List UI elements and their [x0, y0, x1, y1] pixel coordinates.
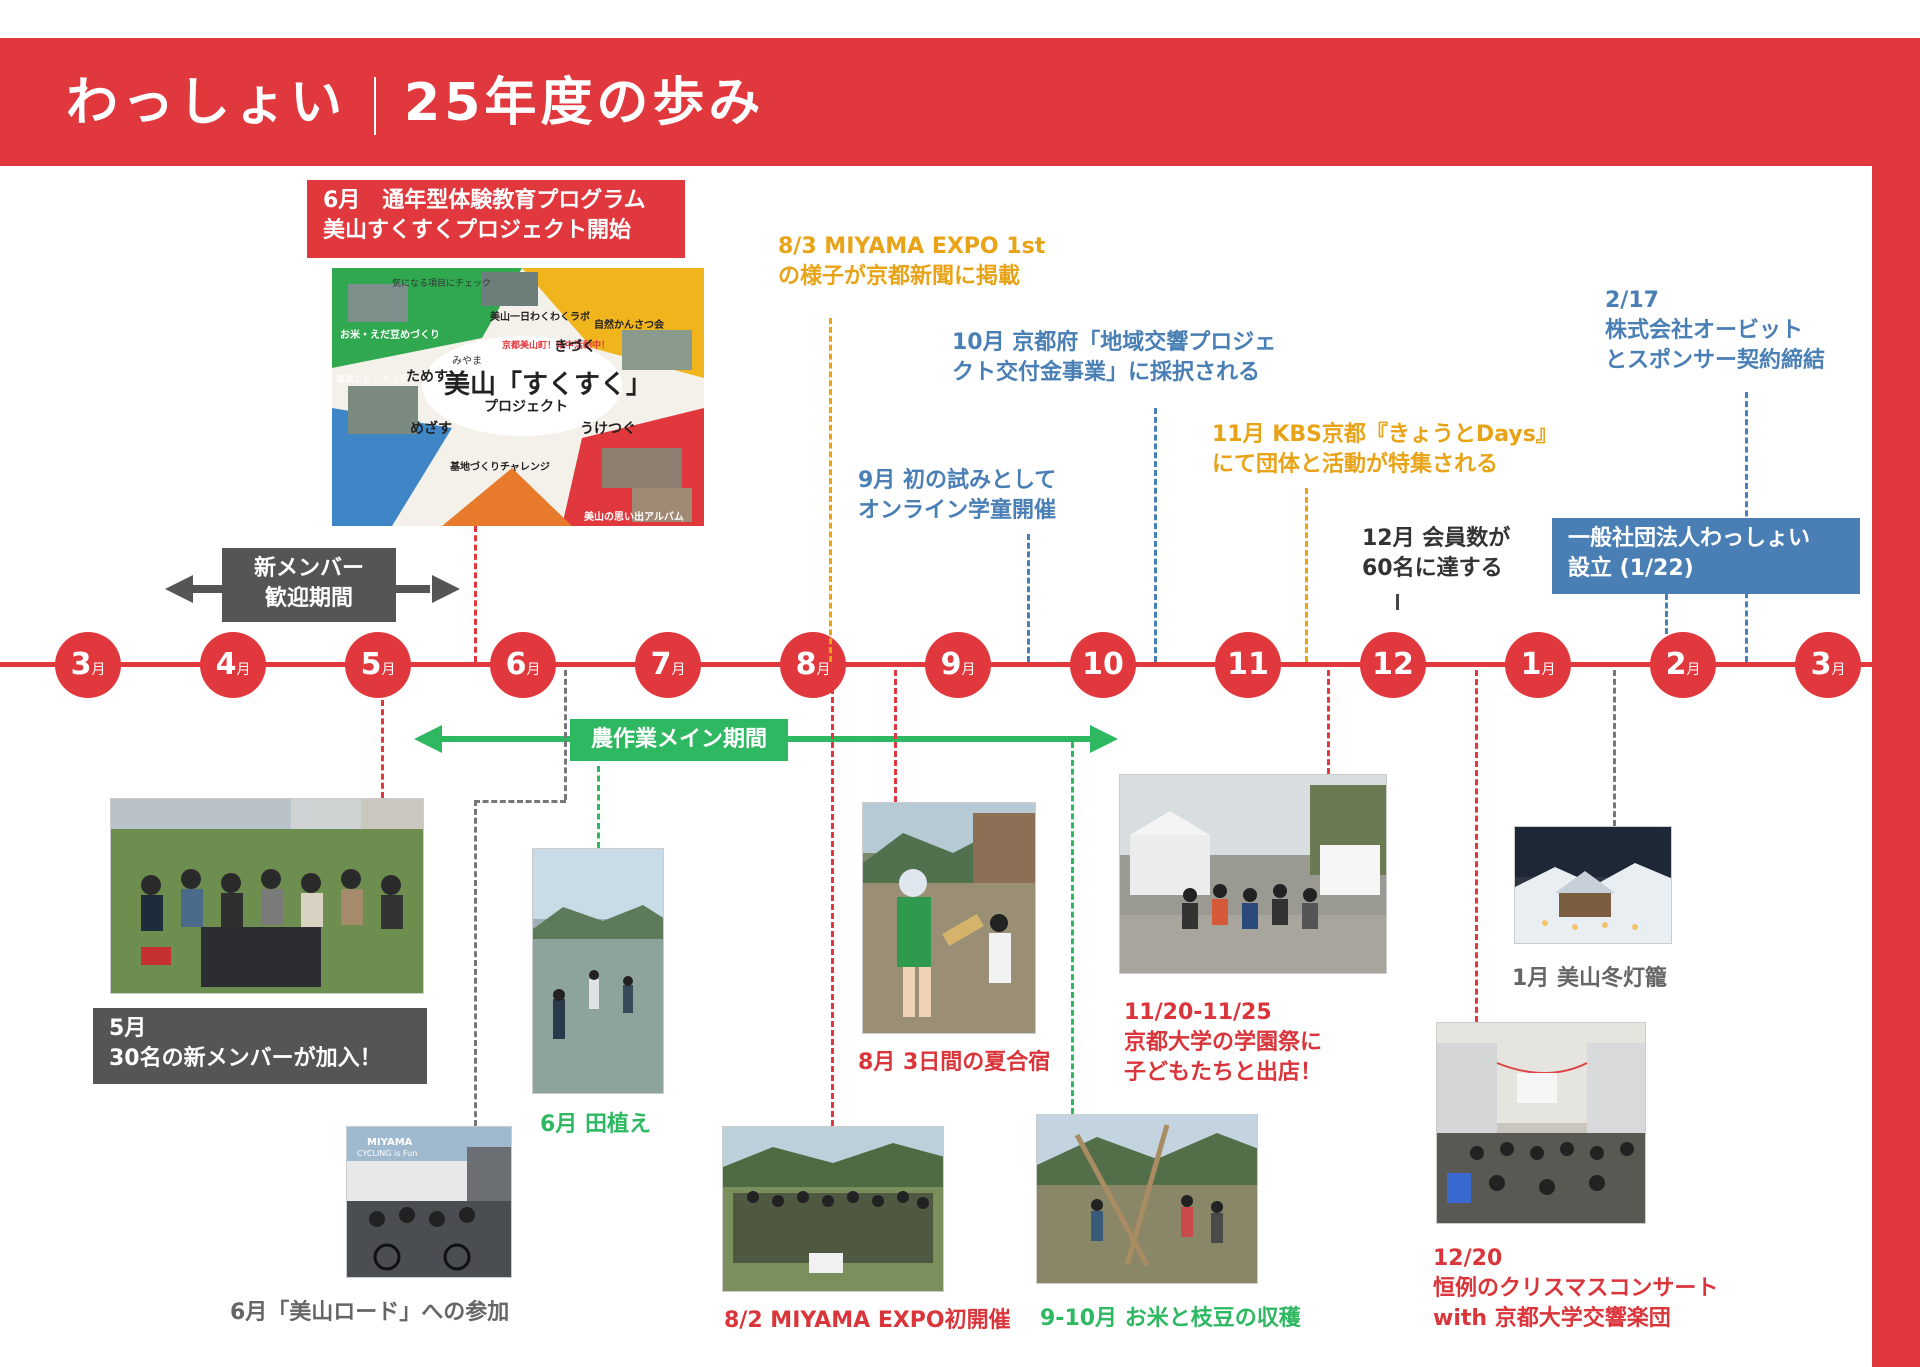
flyer-word-1: ためす	[406, 369, 448, 385]
connector-christmas	[1475, 670, 1478, 1022]
flyer-word-3: めざす	[410, 421, 452, 437]
welcome-arrow-left	[165, 575, 193, 603]
may-members-label: 5月 30名の新メンバーが加入！	[93, 1008, 427, 1084]
sponsor-label: 2/17 株式会社オービット とスポンサー契約締結	[1605, 288, 1826, 373]
month-circle-apr: 4月	[200, 632, 266, 698]
summer-camp-photo	[862, 802, 1036, 1034]
connector-kyoto-grant	[1154, 408, 1157, 662]
month-circle-oct: 10	[1070, 632, 1136, 698]
may-members-photo-graphic	[111, 799, 423, 993]
project-flyer: 気になる項目にチェック 京都美山町！年中活動中！ みやま 美山「すくすく」 プロ…	[332, 268, 704, 526]
connector-miyama-road-c	[474, 800, 477, 1126]
connector-expo-first	[831, 670, 834, 1126]
connector-univ-festival	[1327, 670, 1330, 774]
welcome-arrow-right	[432, 575, 460, 603]
june-program-label: 6月 通年型体験教育プログラム 美山すくすくプロジェクト開始	[307, 180, 685, 258]
farming-period-label: 農作業メイン期間	[570, 719, 788, 761]
welcome-period-label: 新メンバー 歓迎期間	[222, 548, 396, 622]
flyer-project-sub: みやま	[452, 356, 482, 367]
connector-online-school	[1027, 534, 1030, 662]
flyer-top-left: 気になる項目にチェック	[392, 279, 492, 289]
title-separator	[374, 77, 377, 135]
christmas-photo	[1436, 1022, 1646, 1224]
connector-summer-camp	[894, 670, 897, 802]
connector-rice-planting	[597, 766, 600, 848]
connector-incorporation	[1665, 594, 1668, 634]
expo-first-photo	[722, 1126, 944, 1292]
miyama-road-photo: MIYAMA CYCLING is Fun	[346, 1126, 512, 1278]
flyer-item-1: お米・えだ豆めづくり	[340, 330, 440, 341]
harvest-photo-graphic	[1037, 1115, 1257, 1283]
univ-festival-label: 11/20-11/25 京都大学の学園祭に 子どもたちと出店！	[1124, 1000, 1323, 1085]
flyer-word-2: きづく	[554, 339, 596, 355]
rice-planting-photo-graphic	[533, 849, 663, 1093]
harvest-photo	[1036, 1114, 1258, 1284]
expo-first-label: 8/2 MIYAMA EXPO初開催	[724, 1308, 1011, 1333]
connector-winter-lantern	[1613, 670, 1616, 826]
month-circle-aug: 8月	[780, 632, 846, 698]
summer-camp-label: 8月 3日間の夏合宿	[858, 1050, 1051, 1075]
flyer-item-2: 美山一日わくわくラボ	[490, 312, 590, 323]
connector-expo-news	[829, 318, 832, 662]
christmas-photo-graphic	[1437, 1023, 1645, 1223]
project-flyer-graphic	[332, 268, 704, 526]
miyama-road-photo-graphic	[347, 1127, 511, 1277]
page-title-right: 25年度の歩み	[404, 73, 765, 133]
header-band	[0, 38, 1920, 166]
month-circle-may: 5月	[345, 632, 411, 698]
month-circle-nov: 11	[1215, 632, 1281, 698]
harvest-label: 9-10月 お米と枝豆の収穫	[1040, 1306, 1301, 1331]
farming-arrow-left	[414, 725, 442, 753]
summer-camp-photo-graphic	[863, 803, 1035, 1033]
incorporation-label: 一般社団法人わっしょい 設立 (1/22)	[1552, 518, 1860, 594]
flyer-item-4: 農業とビジネスチャレンジ	[336, 375, 444, 385]
page-title: わっしょい 25年度の歩み	[66, 68, 764, 138]
kyoto-grant-label: 10月 京都府「地域交響プロジェ クト交付金事業」に採択される	[952, 330, 1277, 385]
month-circle-jul: 7月	[635, 632, 701, 698]
rice-planting-photo	[532, 848, 664, 1094]
miyama-road-sign-2: CYCLING is Fun	[357, 1149, 418, 1158]
connector-may-members	[381, 700, 384, 798]
month-circle-sep: 9月	[925, 632, 991, 698]
connector-harvest	[1071, 742, 1074, 1114]
flyer-project-tag: プロジェクト	[484, 399, 568, 415]
month-circle-feb: 2月	[1650, 632, 1716, 698]
flyer-item-3: 自然かんさつ会	[594, 320, 664, 331]
month-circle-dec: 12	[1360, 632, 1426, 698]
farming-arrow-right	[1090, 725, 1118, 753]
expo-first-photo-graphic	[723, 1127, 943, 1291]
connector-members-60	[1396, 594, 1399, 610]
winter-lantern-label: 1月 美山冬灯籠	[1512, 966, 1667, 991]
may-members-photo	[110, 798, 424, 994]
month-circle-mar-end: 3月	[1795, 632, 1861, 698]
connector-kbs	[1305, 488, 1308, 662]
univ-festival-photo	[1119, 774, 1387, 974]
flyer-project-name: 美山「すくすく」	[444, 370, 653, 400]
flyer-word-4: うけつぐ	[580, 421, 636, 437]
month-circle-jan: 1月	[1505, 632, 1571, 698]
flyer-ribbon: 京都美山町！年中活動中！	[502, 341, 611, 351]
connector-miyama-road-b	[474, 800, 566, 803]
expo-news-label: 8/3 MIYAMA EXPO 1st の様子が京都新聞に掲載	[778, 234, 1046, 289]
flyer-item-5: 基地づくりチャレンジ	[450, 462, 550, 473]
right-border-band	[1872, 38, 1920, 1367]
online-school-label: 9月 初の試みとして オンライン学童開催	[858, 468, 1057, 523]
members-60-label: 12月 会員数が 60名に達する	[1362, 526, 1511, 581]
winter-lantern-photo-graphic	[1515, 827, 1671, 943]
flyer-item-6: 美山の思い出アルバム	[584, 512, 684, 523]
month-circle-mar: 3月	[55, 632, 121, 698]
month-circle-jun: 6月	[490, 632, 556, 698]
connector-miyama-road-a	[564, 670, 567, 800]
miyama-road-sign-1: MIYAMA	[367, 1137, 413, 1148]
winter-lantern-photo	[1514, 826, 1672, 944]
christmas-label: 12/20 恒例のクリスマスコンサート with 京都大学交響楽団	[1433, 1246, 1719, 1331]
kbs-label: 11月 KBS京都『きょうとDays』 にて団体と活動が特集される	[1212, 422, 1558, 477]
page-title-left: わっしょい	[66, 73, 347, 133]
connector-june-program	[474, 526, 477, 662]
univ-festival-photo-graphic	[1120, 775, 1386, 973]
rice-planting-label: 6月 田植え	[540, 1112, 651, 1137]
miyama-road-label: 6月「美山ロード」への参加	[230, 1300, 510, 1325]
